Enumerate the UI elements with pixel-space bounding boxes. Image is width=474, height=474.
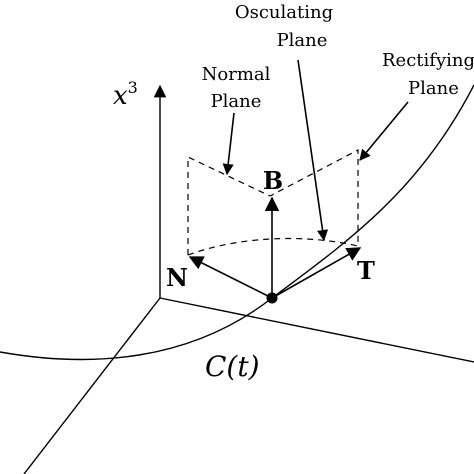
osculating-plane-pointer [297,59,329,242]
normal-plane-edges [187,149,359,255]
axis-line-diagonal [23,297,161,474]
osculating-plane-label-2: Plane [277,30,328,51]
normal-vector [188,256,273,299]
binormal-label: B [263,166,283,195]
axis-line-right [159,297,474,363]
axis-label: x3 [113,78,138,111]
rectifying-plane-label-1: Rectifying [382,50,474,71]
rectifying-plane-pointer [359,101,409,161]
normal-plane-pointer [222,112,235,176]
tangent-label: T [357,256,375,285]
curve-label: C(t) [205,350,260,383]
tangent-vector [271,247,362,299]
rectifying-plane-label-2: Plane [408,78,459,99]
osculating-plane-label-1: Osculating [235,2,333,23]
normal-label: N [166,263,188,292]
base-point [266,292,278,304]
space-curve [0,84,474,361]
normal-plane-label-1: Normal [202,64,271,85]
normal-plane-label-2: Plane [211,91,262,112]
